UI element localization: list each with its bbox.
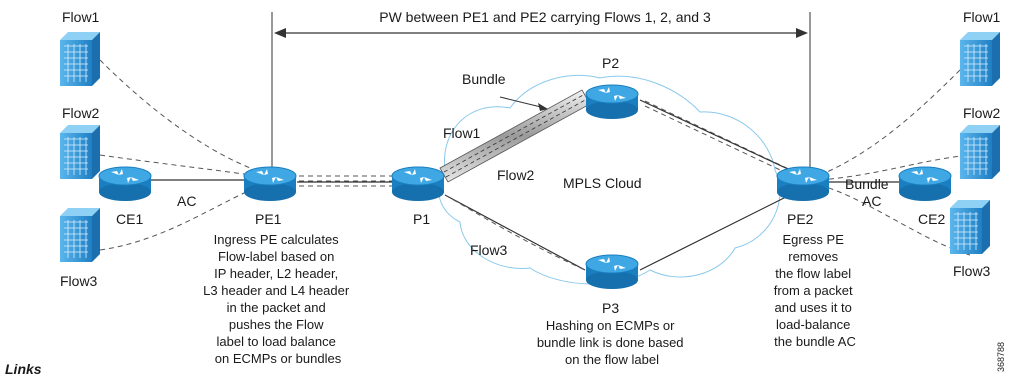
egress-line: the flow label bbox=[775, 266, 851, 281]
ce1-router-icon bbox=[98, 166, 152, 202]
flow1-link-label: Flow1 bbox=[443, 125, 481, 141]
p1-router-icon bbox=[391, 166, 445, 202]
hashing-line: Hashing on ECMPs or bbox=[546, 318, 675, 333]
flow3-link-path bbox=[444, 194, 586, 271]
p3-label: P3 bbox=[602, 300, 619, 316]
pe1-label: PE1 bbox=[255, 211, 282, 227]
flow1-right-label: Flow1 bbox=[963, 9, 1001, 25]
p2-router-icon bbox=[585, 84, 639, 120]
ingress-line: Ingress PE calculates bbox=[214, 232, 340, 247]
bundle-top-label: Bundle bbox=[462, 71, 506, 87]
flow2-server-left-icon bbox=[59, 124, 101, 180]
egress-line: load-balance bbox=[776, 317, 850, 332]
egress-line: from a packet bbox=[774, 283, 853, 298]
hashing-line: bundle link is done based bbox=[537, 335, 684, 350]
pe1-p1-flows bbox=[290, 175, 395, 187]
ingress-line: on ECMPs or bundles bbox=[215, 351, 342, 366]
flow3-link-label: Flow3 bbox=[470, 242, 508, 258]
flow2-link-label: Flow2 bbox=[497, 167, 535, 183]
mpls-cloud-label: MPLS Cloud bbox=[563, 175, 642, 191]
pseudowire-arrow bbox=[271, 12, 811, 170]
figure-id: 368788 bbox=[996, 342, 1006, 372]
ingress-line: Flow-label based on bbox=[218, 249, 334, 264]
hashing-description: Hashing on ECMPs or bundle link is done … bbox=[537, 318, 687, 367]
ce2-router-icon bbox=[898, 166, 952, 202]
ingress-line: label to load balance bbox=[217, 334, 336, 349]
flow3-right-label: Flow3 bbox=[953, 263, 991, 279]
ingress-line: in the packet and bbox=[227, 300, 326, 315]
ce2-label: CE2 bbox=[918, 211, 945, 227]
hashing-line: on the flow label bbox=[565, 352, 659, 367]
bundle-right-label: Bundle bbox=[845, 176, 889, 192]
flow1-left-label: Flow1 bbox=[62, 9, 100, 25]
pe1-router-icon bbox=[243, 166, 297, 202]
egress-line: the bundle AC bbox=[774, 334, 856, 349]
links bbox=[150, 99, 900, 271]
ce1-label: CE1 bbox=[116, 211, 143, 227]
flow2-server-right-icon bbox=[959, 124, 1001, 180]
egress-line: Egress PE bbox=[782, 232, 844, 247]
flow2-left-label: Flow2 bbox=[62, 105, 100, 121]
flow1-server-left-icon bbox=[59, 31, 101, 87]
flow1-server-right-icon bbox=[959, 31, 1001, 87]
egress-line: and uses it to bbox=[775, 300, 852, 315]
p3-router-icon bbox=[585, 254, 639, 290]
ac-left-label: AC bbox=[177, 193, 196, 209]
ingress-description: Ingress PE calculates Flow-label based o… bbox=[203, 232, 353, 366]
pe2-label: PE2 bbox=[787, 211, 814, 227]
ingress-line: IP header, L2 header, bbox=[214, 266, 338, 281]
flow3-server-right-icon bbox=[949, 199, 991, 255]
pw-label: PW between PE1 and PE2 carrying Flows 1,… bbox=[379, 9, 711, 25]
ac-right-label: AC bbox=[862, 193, 881, 209]
flow3-left-label: Flow3 bbox=[60, 273, 98, 289]
ingress-line: L3 header and L4 header bbox=[203, 283, 350, 298]
flow2-right-label: Flow2 bbox=[963, 105, 1001, 121]
ingress-line: pushes the Flow bbox=[229, 317, 324, 332]
egress-description: Egress PE removes the flow label from a … bbox=[774, 232, 856, 349]
links-heading: Links bbox=[5, 361, 42, 377]
p2-label: P2 bbox=[602, 55, 619, 71]
p1-label: P1 bbox=[413, 211, 430, 227]
mpls-cloud-outline bbox=[438, 74, 781, 285]
egress-line: removes bbox=[788, 249, 838, 264]
flow3-server-left-icon bbox=[59, 207, 101, 263]
pe2-router-icon bbox=[776, 166, 830, 202]
